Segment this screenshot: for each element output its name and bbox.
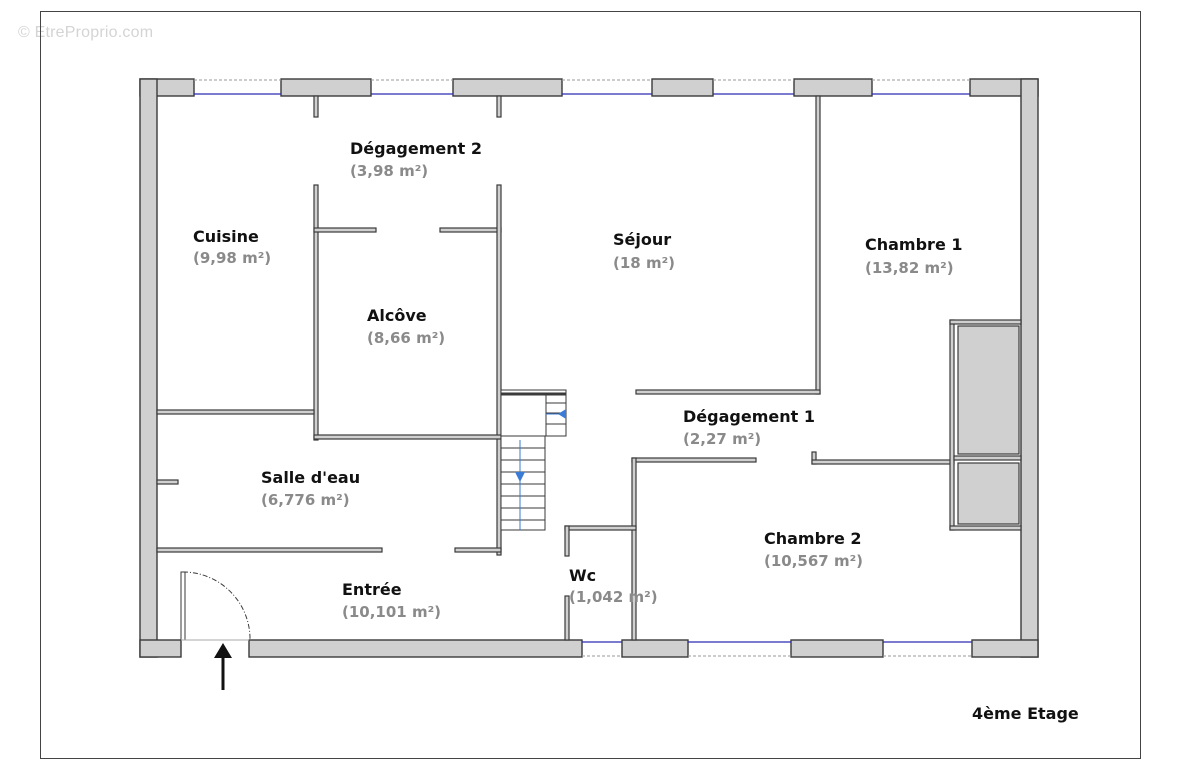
closet [957, 462, 1020, 525]
wall-salle-bottom-right [454, 547, 502, 553]
wall-segment [621, 639, 689, 658]
room-name: Entrée [342, 580, 402, 599]
room-degagement-2: Dégagement 2 (3,98 m²) [350, 139, 482, 180]
wall-closet-left [949, 319, 955, 531]
closet [957, 325, 1020, 455]
wall-closet-middle [953, 455, 1022, 461]
room-name: Chambre 2 [764, 529, 862, 548]
room-name: Chambre 1 [865, 235, 963, 254]
room-area: (2,27 m²) [683, 430, 761, 448]
room-name: Salle d'eau [261, 468, 360, 487]
wall-chambre2-top [631, 457, 757, 463]
wall-cuisine-alcove [313, 184, 319, 441]
wall-segment [452, 78, 563, 97]
wall-alcove-top-left [313, 227, 377, 233]
wall-stub [156, 479, 179, 485]
room-alcove: Alcôve (8,66 m²) [367, 306, 445, 347]
wall-segment [280, 78, 372, 97]
wall-stub [496, 95, 502, 118]
room-cuisine: Cuisine (9,98 m²) [193, 227, 271, 267]
room-name: Dégagement 2 [350, 139, 482, 158]
wall-segment [1020, 78, 1039, 658]
room-area: (18 m²) [613, 254, 675, 272]
floor-label: 4ème Etage [972, 704, 1079, 723]
entrance-arrow-head-icon [214, 643, 232, 658]
room-name: Wc [569, 566, 596, 585]
room-name: Dégagement 1 [683, 407, 815, 426]
wall-chambre2-left [631, 457, 637, 641]
exterior-walls [139, 78, 1039, 658]
wall-stub [313, 95, 319, 118]
staircase [500, 389, 567, 531]
room-area: (13,82 m²) [865, 259, 954, 277]
stair-direction-arrow-icon [515, 472, 525, 482]
wall-segment [790, 639, 884, 658]
wall-alcove-sejour [496, 184, 502, 556]
wall-salle-bottom-left [156, 547, 383, 553]
room-chambre-1: Chambre 1 (13,82 m²) [865, 235, 963, 277]
wall-cuisine-bottom [156, 409, 315, 415]
stair-lower [500, 435, 546, 531]
room-name: Cuisine [193, 227, 259, 246]
wall-wc-left [564, 595, 570, 641]
interior-walls [156, 95, 1022, 641]
room-name: Séjour [613, 230, 671, 249]
room-degagement-1: Dégagement 1 (2,27 m²) [683, 407, 815, 448]
wall-segment [139, 639, 182, 658]
wall-closet-bottom [949, 525, 1022, 531]
wall-segment [248, 639, 583, 658]
room-labels: Dégagement 2 (3,98 m²) Cuisine (9,98 m²)… [193, 139, 963, 621]
room-salle-d-eau: Salle d'eau (6,776 m²) [261, 468, 360, 509]
watermark: © EtreProprio.com [18, 24, 154, 41]
plan-frame [40, 11, 1141, 759]
wall-sejour-bottom [635, 389, 821, 395]
room-area: (1,042 m²) [569, 588, 658, 606]
room-area: (9,98 m²) [193, 249, 271, 267]
wall-closet-top [949, 319, 1022, 325]
wall-segment [651, 78, 714, 97]
wall-alcove-bottom [313, 434, 502, 440]
door-swing [182, 571, 251, 641]
room-area: (3,98 m²) [350, 162, 428, 180]
entrance-door [180, 571, 251, 690]
wall-chambre1-bottom [811, 459, 955, 465]
wall-wc-stub [564, 525, 570, 557]
room-area: (10,101 m²) [342, 603, 441, 621]
room-area: (8,66 m²) [367, 329, 445, 347]
wall-alcove-top-right [439, 227, 502, 233]
wall-segment [971, 639, 1039, 658]
room-wc: Wc (1,042 m²) [569, 566, 658, 606]
door-leaf [180, 571, 186, 641]
wall-segment [139, 78, 158, 658]
windows [194, 79, 972, 657]
room-chambre-2: Chambre 2 (10,567 m²) [764, 529, 863, 570]
room-name: Alcôve [367, 306, 427, 325]
room-sejour: Séjour (18 m²) [613, 230, 675, 272]
room-area: (10,567 m²) [764, 552, 863, 570]
stair-direction-arrow-icon [558, 409, 566, 419]
wall-wc-top [564, 525, 637, 531]
wall-sejour-right [815, 95, 821, 395]
room-area: (6,776 m²) [261, 491, 350, 509]
room-entree: Entrée (10,101 m²) [342, 580, 441, 621]
wall-segment [793, 78, 873, 97]
